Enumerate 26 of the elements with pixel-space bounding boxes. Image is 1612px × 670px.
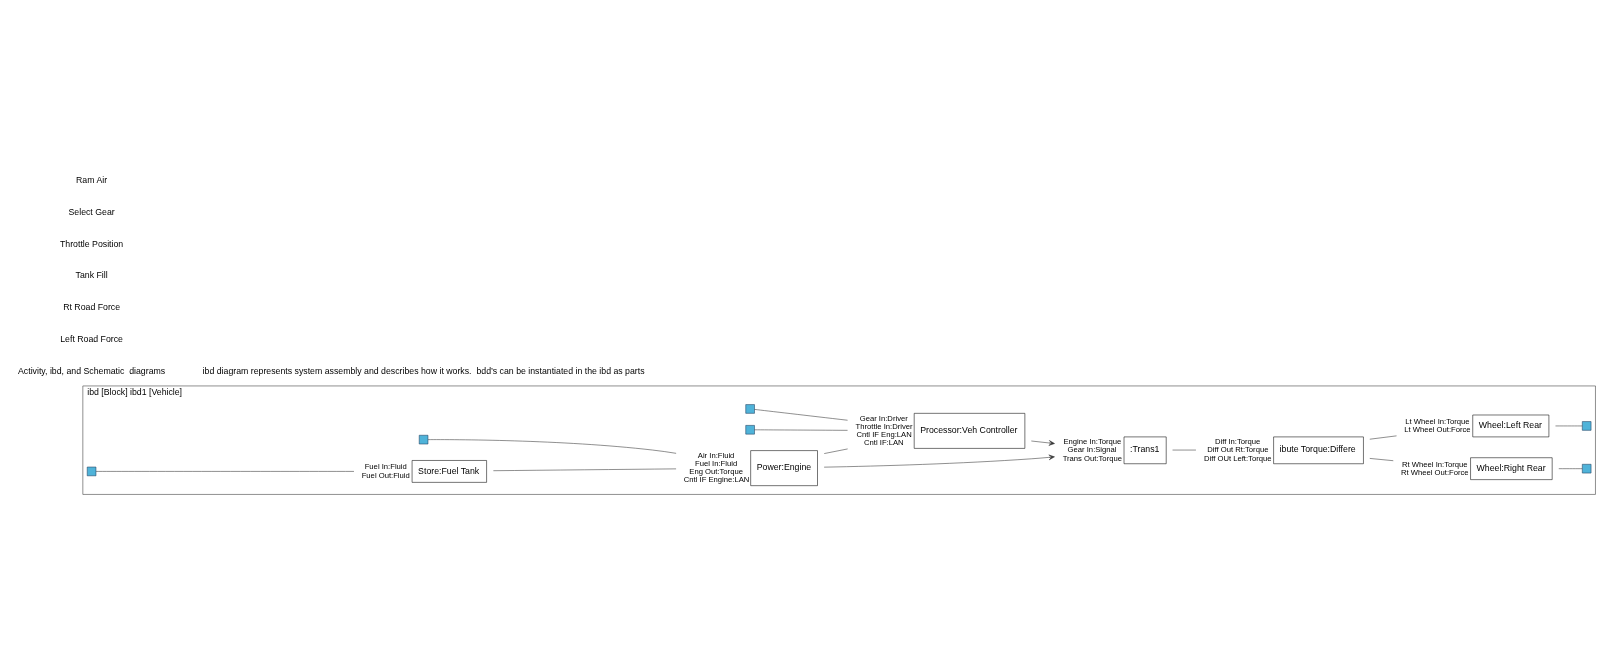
label: Activity, ibd, and Schematic diagrams bbox=[18, 365, 166, 376]
label: Select Gear bbox=[68, 206, 115, 217]
connector bbox=[754, 409, 848, 421]
node-box bbox=[1582, 464, 1592, 474]
label: Left Road Force bbox=[60, 334, 123, 345]
label: Ram Air bbox=[76, 175, 108, 186]
node-box bbox=[745, 404, 755, 414]
node-box: Processor:Veh Controller bbox=[913, 413, 1026, 449]
node-box bbox=[86, 466, 97, 477]
node-box: Wheel:Right Rear bbox=[1470, 457, 1553, 480]
arrow bbox=[1031, 440, 1055, 446]
node-box: Power:Engine bbox=[750, 450, 818, 486]
node-box bbox=[418, 435, 429, 445]
connector bbox=[95, 471, 355, 472]
node-box bbox=[1582, 421, 1592, 431]
node-box: ibute Torque:Differe bbox=[1273, 436, 1364, 465]
connector bbox=[427, 439, 677, 454]
arrow bbox=[823, 454, 1055, 468]
label: Throttle Position bbox=[59, 238, 124, 249]
label: Rt Road Force bbox=[63, 302, 121, 313]
node-box: :Trans1 bbox=[1123, 436, 1167, 465]
label: Tank Fill bbox=[75, 270, 108, 281]
node-box: Wheel:Left Rear bbox=[1472, 414, 1550, 438]
node-box: Store:Fuel Tank bbox=[411, 460, 487, 483]
node-box bbox=[745, 425, 755, 435]
label: ibd diagram represents system assembly and describes how it works. bdd’s can be instantiated in the ibd as parts bbox=[202, 365, 645, 376]
